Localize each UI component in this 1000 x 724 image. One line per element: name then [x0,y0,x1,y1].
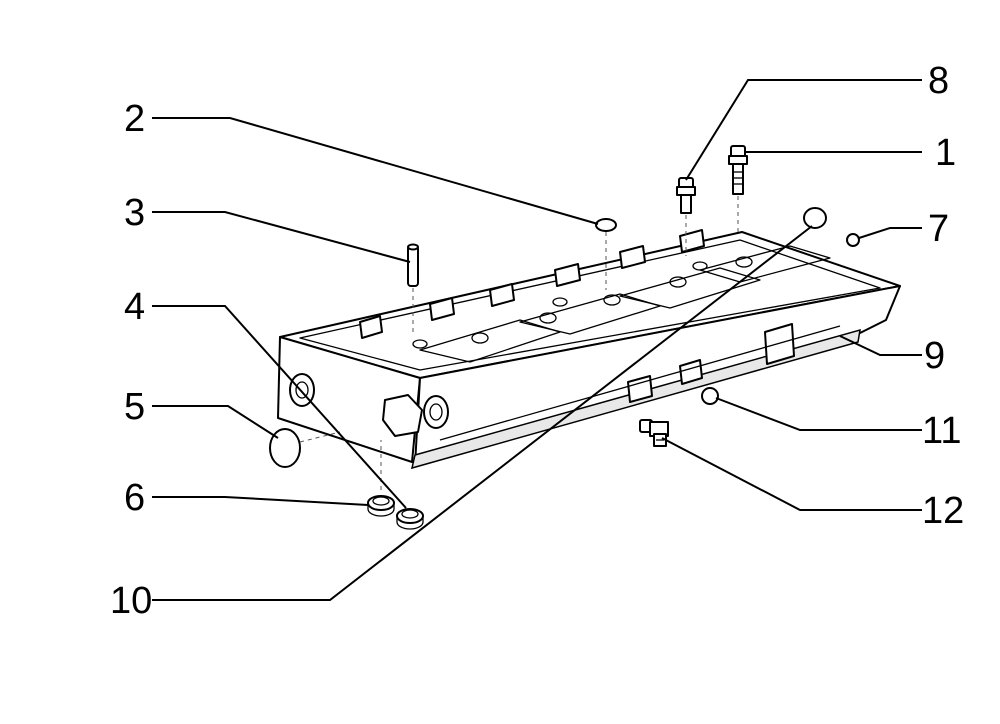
cylinder-head [277,229,901,470]
callout-2: 2 [124,98,145,140]
callout-1: 1 [935,132,956,174]
small-ball-plug [846,233,860,247]
callout-6: 6 [124,477,145,519]
callout-8: 8 [928,60,949,102]
callout-11: 11 [922,410,961,452]
callout-10: 10 [110,580,152,622]
short-bolt [676,177,696,256]
callout-12: 12 [922,490,964,532]
callout-7: 7 [928,208,949,250]
elbow-fitting [639,419,669,447]
callout-3: 3 [124,192,145,234]
leader-lines [152,79,922,601]
callout-5: 5 [124,386,145,428]
dowel-pin [407,243,419,335]
seal-ring-a [367,440,395,517]
callout-labels: 1 2 3 4 5 6 7 8 9 10 11 12 [110,60,964,622]
side-plug [701,387,719,405]
seal-ring-b [396,508,424,530]
cup-plug [803,207,827,229]
small-cap-plug [595,218,617,290]
callout-4: 4 [124,286,145,328]
callout-9: 9 [924,335,945,377]
long-bolt [728,145,748,236]
